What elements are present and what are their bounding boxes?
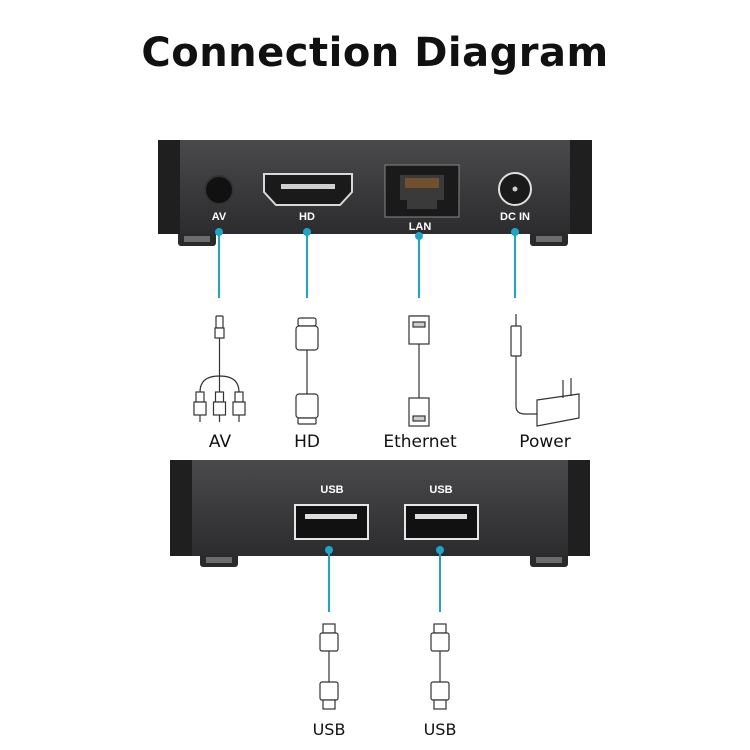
port-label-hd: HD	[299, 211, 315, 223]
connector-line-av	[218, 232, 220, 298]
hdmi-cable-icon	[295, 317, 319, 425]
cable-label-hd: HD	[294, 432, 320, 452]
usb-cable-label-2: USB	[423, 720, 457, 739]
usb-cable-label-1: USB	[312, 720, 346, 739]
ethernet-cable-icon	[408, 315, 430, 427]
usb-port-label-1: USB	[320, 484, 344, 496]
page-title: Connection Diagram	[141, 30, 609, 76]
connector-line-usb-1	[328, 550, 330, 612]
usb-port-label-2: USB	[429, 484, 453, 496]
cable-label-ethernet: Ethernet	[383, 432, 457, 452]
cable-label-power: Power	[519, 432, 571, 452]
port-label-lan: LAN	[408, 221, 432, 233]
port-label-av: AV	[211, 211, 227, 223]
connector-line-hd	[306, 232, 308, 298]
connector-line-dc-in	[514, 232, 516, 298]
usb-cable-icon-2	[430, 623, 450, 710]
port-label-dc-in: DC IN	[500, 211, 530, 223]
connector-line-usb-2	[439, 550, 441, 612]
av-cable-icon	[193, 315, 246, 422]
cable-label-av: AV	[208, 432, 232, 452]
connector-line-lan	[418, 236, 420, 298]
usb-cable-icon-1	[319, 623, 339, 710]
power-adapter-icon	[510, 314, 580, 427]
